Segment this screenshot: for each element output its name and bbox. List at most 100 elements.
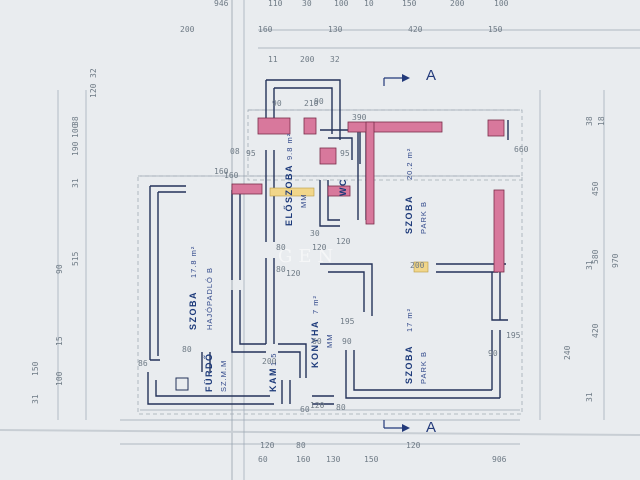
dimension-label-left-2: 38	[71, 116, 80, 126]
dimension-label-top-outer-6: 200	[450, 0, 465, 8]
dimension-label-left-0: 120	[89, 83, 98, 98]
dimension-label-bottom-4: 130	[326, 455, 341, 464]
dimension-label-right-5: 970	[611, 253, 620, 268]
dimension-label-right-7: 240	[563, 345, 572, 360]
dimension-label-interior-22: 120	[310, 401, 325, 410]
upper-perimeter	[247, 109, 523, 181]
dimension-label-right-4: 31	[585, 260, 594, 270]
dimension-label-right-1: 18	[597, 116, 606, 126]
svg-text:KONYHA: KONYHA	[310, 320, 320, 368]
svg-text:FÜRDŐ: FÜRDŐ	[203, 353, 214, 393]
dimension-label-left-8: 15	[55, 336, 64, 346]
dimension-label-interior-27: 08	[230, 147, 240, 156]
room-furdo: FÜRDŐ SZ.M.M	[203, 353, 228, 393]
dimension-label-top-outer-3: 100	[334, 0, 349, 8]
dimension-label-interior-2: 210	[304, 99, 319, 108]
room-konyha: KONYHA 7 m² MM	[310, 295, 334, 368]
dimension-label-interior-18: 86	[138, 359, 148, 368]
dimension-label-left-6: 515	[71, 251, 80, 266]
dimension-label-interior-19: 60	[312, 337, 322, 346]
dimension-label-left-10: 150	[31, 361, 40, 376]
svg-text:20.2 m²: 20.2 m²	[405, 148, 414, 180]
svg-text:MM: MM	[325, 334, 334, 349]
room-szoba-right-top: SZOBA 20.2 m² PARK B	[404, 148, 428, 234]
dimension-label-interior-3: 160	[224, 171, 239, 180]
dimension-label-top-inner-0: 200	[180, 25, 195, 34]
dimension-label-interior-1: 90	[272, 99, 282, 108]
svg-text:PARK B: PARK B	[419, 201, 428, 234]
svg-text:SZOBA: SZOBA	[404, 195, 414, 234]
dimension-label-interior-7: 80	[276, 243, 286, 252]
dimension-label-interior-0: 160	[214, 167, 229, 176]
room-szoba-left: SZOBA 17.8 m² HAJÓPADLÓ B	[188, 246, 214, 330]
room-labels: SZOBA 17.8 m² HAJÓPADLÓ B ELŐSZOBA 9.8 m…	[188, 133, 428, 392]
dimension-label-left-4: 190	[71, 141, 80, 156]
dimension-label-top-outer-4: 10	[364, 0, 374, 8]
svg-text:MM: MM	[299, 194, 308, 209]
dimension-label-left-9: 100	[55, 371, 64, 386]
section-markers: A A	[383, 67, 436, 436]
watermark: GEN	[278, 246, 339, 267]
dimension-label-interior-23: 80	[336, 403, 346, 412]
dimension-label-left-7: 90	[55, 264, 64, 274]
section-marker-top: A	[426, 67, 436, 84]
dimension-label-top-small-2: 11	[268, 55, 278, 64]
svg-text:9.8 m²: 9.8 m²	[285, 133, 294, 160]
paper-fold-horizontal	[0, 429, 640, 436]
svg-text:SZOBA: SZOBA	[404, 345, 414, 384]
dimension-label-interior-9: 30	[310, 229, 320, 238]
dimension-label-left-5: 31	[71, 178, 80, 188]
dimension-label-left-1: 32	[89, 68, 98, 78]
svg-text:1.5: 1.5	[269, 353, 278, 366]
dimension-label-right-2: 450	[591, 181, 600, 196]
dimension-label-top-inner-3: 420	[408, 25, 423, 34]
dimension-label-right-6: 420	[591, 323, 600, 338]
svg-text:KAM: KAM	[268, 367, 278, 392]
dimension-label-interior-4: 95	[246, 149, 256, 158]
svg-text:7 m²: 7 m²	[311, 295, 320, 314]
dimension-label-interior-24: 60	[300, 405, 310, 414]
dimension-label-bottom-2: 60	[258, 455, 268, 464]
dimension-label-top-outer-5: 150	[402, 0, 417, 8]
dimension-label-top-small-1: 200	[300, 55, 315, 64]
dimension-label-right-8: 31	[585, 392, 594, 402]
room-szoba-right-bottom: SZOBA 17 m² PARK B	[404, 308, 428, 384]
dimension-label-bottom-1: 80	[296, 441, 306, 450]
dimension-label-right-0: 38	[585, 116, 594, 126]
dimension-label-top-inner-1: 160	[258, 25, 273, 34]
dimension-label-interior-26: 390	[352, 113, 367, 122]
dimension-label-interior-20: 195	[506, 331, 521, 340]
dimension-label-interior-17: 80	[182, 345, 192, 354]
dimension-label-bottom-6: 120	[406, 441, 421, 450]
dimension-label-left-11: 31	[31, 394, 40, 404]
svg-text:SZ.M.M: SZ.M.M	[219, 360, 228, 392]
dimension-label-right-3: 580	[591, 249, 600, 264]
dimension-label-top-inner-4: 150	[488, 25, 503, 34]
dimension-label-bottom-5: 150	[364, 455, 379, 464]
dimension-label-interior-12: 120	[336, 237, 351, 246]
dimension-label-top-inner-2: 130	[328, 25, 343, 34]
dimension-label-bottom-0: 120	[260, 441, 275, 450]
dimension-label-interior-5: 95	[340, 149, 350, 158]
dimension-label-interior-21: 90	[488, 349, 498, 358]
dimension-label-interior-13: 200	[410, 261, 425, 270]
dimension-label-interior-11: 120	[286, 269, 301, 278]
new-walls	[231, 117, 505, 273]
svg-text:WC: WC	[338, 178, 348, 196]
room-kamra: KAM 1.5	[268, 353, 278, 392]
dimension-label-interior-10: 80	[276, 265, 286, 274]
room-wc: WC	[338, 178, 348, 196]
dimension-label-interior-25: 660	[514, 145, 529, 154]
dimension-label-interior-8: 120	[312, 243, 327, 252]
section-marker-bottom: A	[426, 419, 436, 436]
dimension-label-left-3: 100	[71, 123, 80, 138]
dimension-label-top-outer-7: 100	[494, 0, 509, 8]
svg-text:17.8 m²: 17.8 m²	[189, 246, 198, 278]
dimension-label-top-outer-2: 30	[302, 0, 312, 8]
dimension-label-top-outer-0: 946	[214, 0, 229, 8]
room-eloszoba: ELŐSZOBA 9.8 m² MM	[283, 133, 308, 226]
dimension-label-interior-6: 90	[314, 97, 324, 106]
dimension-label-interior-14: 195	[340, 317, 355, 326]
